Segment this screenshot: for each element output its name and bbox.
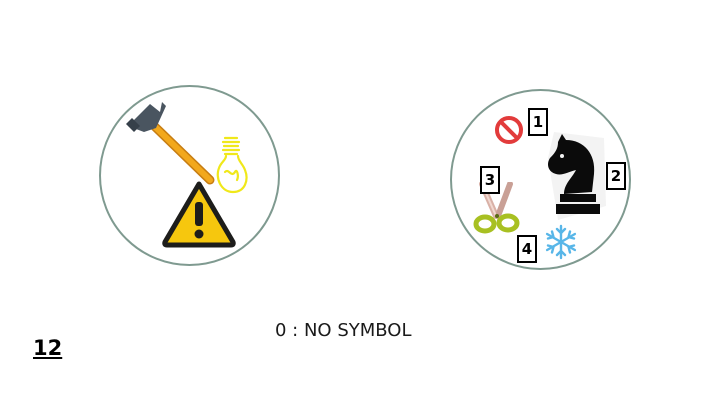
symbol-label-3: 3 <box>480 166 500 194</box>
light-bulb-icon <box>216 136 248 194</box>
no-entry-icon <box>495 116 523 144</box>
chess-knight-icon <box>548 132 606 220</box>
symbol-label-2: 2 <box>606 162 626 190</box>
symbol-label-4: 4 <box>517 235 537 263</box>
symbol-label-1: 1 <box>528 108 548 136</box>
snowflake-icon <box>545 224 577 260</box>
warning-sign-icon <box>162 181 236 248</box>
hammer-icon <box>126 102 215 185</box>
legend-text: 0 : NO SYMBOL <box>275 320 412 341</box>
slide-number: 12 <box>33 336 63 360</box>
